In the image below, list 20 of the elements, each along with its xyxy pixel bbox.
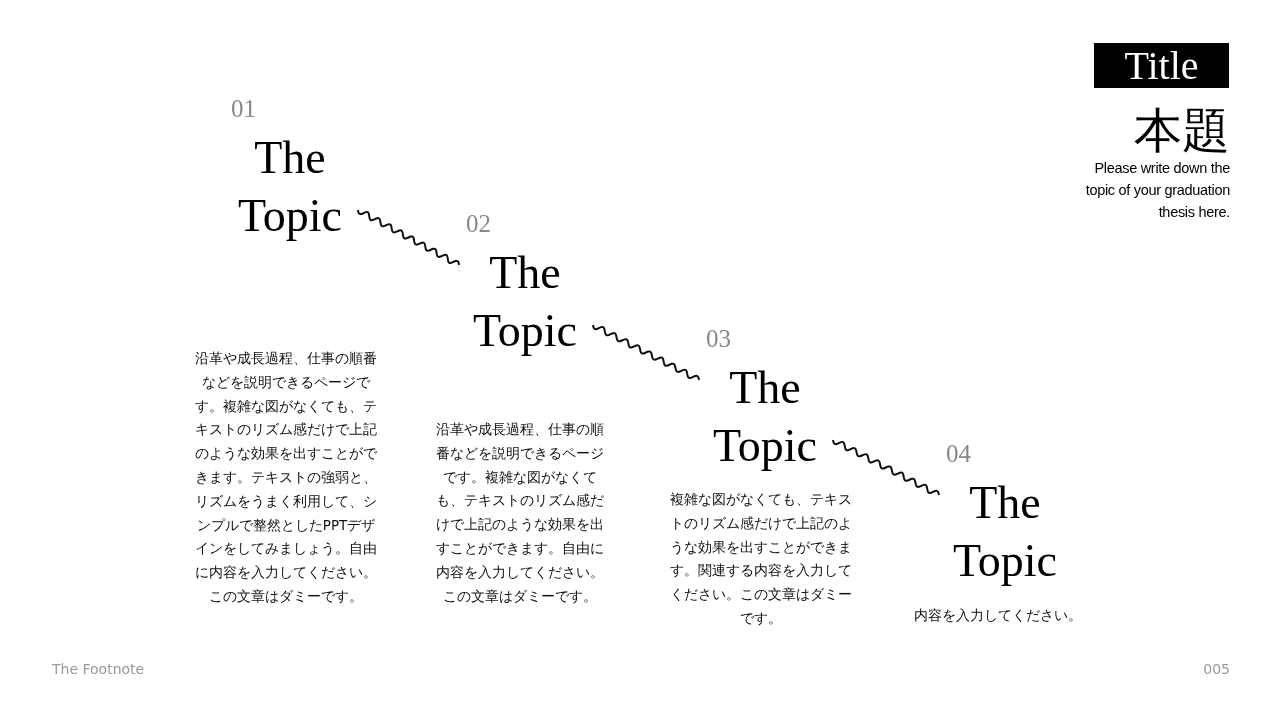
title-banner: Title — [1094, 43, 1229, 88]
wavy-connector — [832, 439, 940, 496]
topic-heading: The Topic — [236, 131, 344, 243]
wavy-connector — [357, 209, 460, 266]
wavy-connector — [592, 324, 700, 381]
topic-heading: The Topic — [471, 246, 579, 358]
footnote-text: The Footnote — [52, 661, 146, 677]
topic-heading: The Topic — [711, 361, 819, 473]
subtitle-text: 本題 — [1133, 103, 1230, 159]
page-number: 005 — [1202, 661, 1230, 677]
topic-heading: The Topic — [951, 476, 1059, 588]
step-number: 02 — [466, 210, 492, 238]
step-number: 01 — [231, 95, 257, 123]
description-text: Please write down the topic of your graduation thesis here. — [1084, 159, 1230, 222]
step-number: 03 — [706, 325, 732, 353]
description-text: 沿革や成長過程、仕事の順番などを説明できるページです。複雑な図がなくても、テキストのリズム感だけで上記のような効果を出すことができます。テキストの強弱と、リズムをうまく利用して、シンプルで整然としたPPTデザインをしてみましょう。自由に内容を入力してください。この文章はダミーです。 — [195, 349, 377, 606]
step-number: 04 — [946, 440, 972, 468]
description-text: 沿革や成長過程、仕事の順番などを説明できるページです。複雑な図がなくても、テキストのリズム感だけで上記のような効果を出すことができます。自由に内容を入力してください。この文章はダミーです。 — [436, 420, 604, 606]
description-text: 内容を入力してください。 — [912, 606, 1083, 625]
description-text: 複雑な図がなくても、テキストのリズム感だけで上記のような効果を出すことができます。関連する内容を入力してください。この文章はダミーです。 — [670, 490, 852, 628]
